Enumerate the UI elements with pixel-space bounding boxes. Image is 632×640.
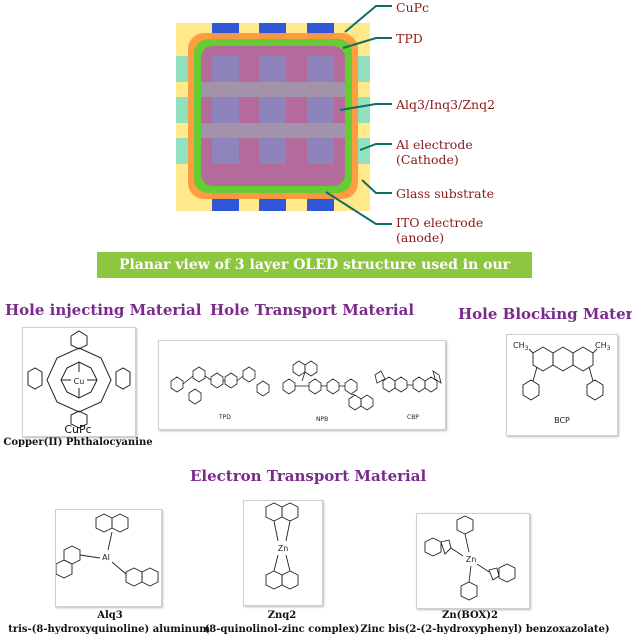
cupc-structure-box: Cu [22,327,136,437]
alq3-structure: Al [55,513,159,587]
label-cathode-line2: (Cathode) [396,152,459,167]
pixel-overlaps [212,56,334,164]
htl-structures: TPD NPB CBP [170,360,442,423]
htl-structures-box: TPD NPB CBP [158,340,446,430]
znq2-name: Znq2 [267,610,297,621]
znbox2-structure-box: Zn [416,513,530,609]
znbox2-name: Zn(BOX)2 [442,610,498,621]
title-hole-transport: Hole Transport Material [210,301,415,319]
znq2-structure-box: Zn [243,500,323,606]
callout-lines [325,5,392,225]
label-glass: Glass substrate [396,186,494,201]
znbox2-metal: Zn [466,555,477,564]
znq2-metal: Zn [278,544,289,553]
title-hole-injecting: Hole injecting Material [5,301,202,319]
caption-banner: Planar view of 3 layer OLED structure us… [97,252,532,299]
cupc-center-atom: Cu [74,377,85,386]
znbox2-structure: Zn [424,515,516,601]
cbp-label: CBP [407,414,419,421]
label-cupc: CuPc [396,0,430,15]
bcp-structure-box: CH3 CH3 BCP [506,334,618,436]
label-emitter: Alq3/Inq3/Znq2 [396,97,496,112]
label-tpd: TPD [396,31,423,46]
znq2-structure: Zn [265,502,299,590]
cupc-caption: Copper(II) Phthalocyanine [3,437,153,448]
znq2-caption: (8-quinolinol-zinc complex) [204,624,360,635]
alq3-name: Alq3 [97,610,123,621]
bcp-methyl-left: CH3 [513,341,529,352]
tpd-label: TPD [218,414,231,421]
cupc-structure: Cu [27,330,131,429]
bcp-structure: CH3 CH3 BCP [513,341,611,425]
alq3-metal: Al [102,553,110,562]
cathode-overlay [201,82,345,138]
label-ito: ITO electrode (anode) [396,215,483,245]
bcp-methyl-right: CH3 [595,341,611,352]
label-ito-line2: (anode) [396,230,445,245]
label-ito-line1: ITO electrode [396,215,484,230]
title-hole-blocking: Hole Blocking Material [458,305,632,323]
cupc-label: CuPc [64,423,92,436]
label-cathode: Al electrode (Cathode) [396,137,473,167]
bcp-label: BCP [554,416,570,425]
oled-device-diagram [176,5,392,225]
alq3-structure-box: Al [55,509,162,607]
npb-label: NPB [316,416,328,423]
alq3-caption: tris-(8-hydroxyquinoline) aluminum [8,624,210,635]
znbox2-caption: Zinc bis(2-(2-hydroxyphenyl) benzoxazola… [360,624,610,635]
title-electron-transport: Electron Transport Material [190,467,427,485]
label-cathode-line1: Al electrode [396,137,473,152]
